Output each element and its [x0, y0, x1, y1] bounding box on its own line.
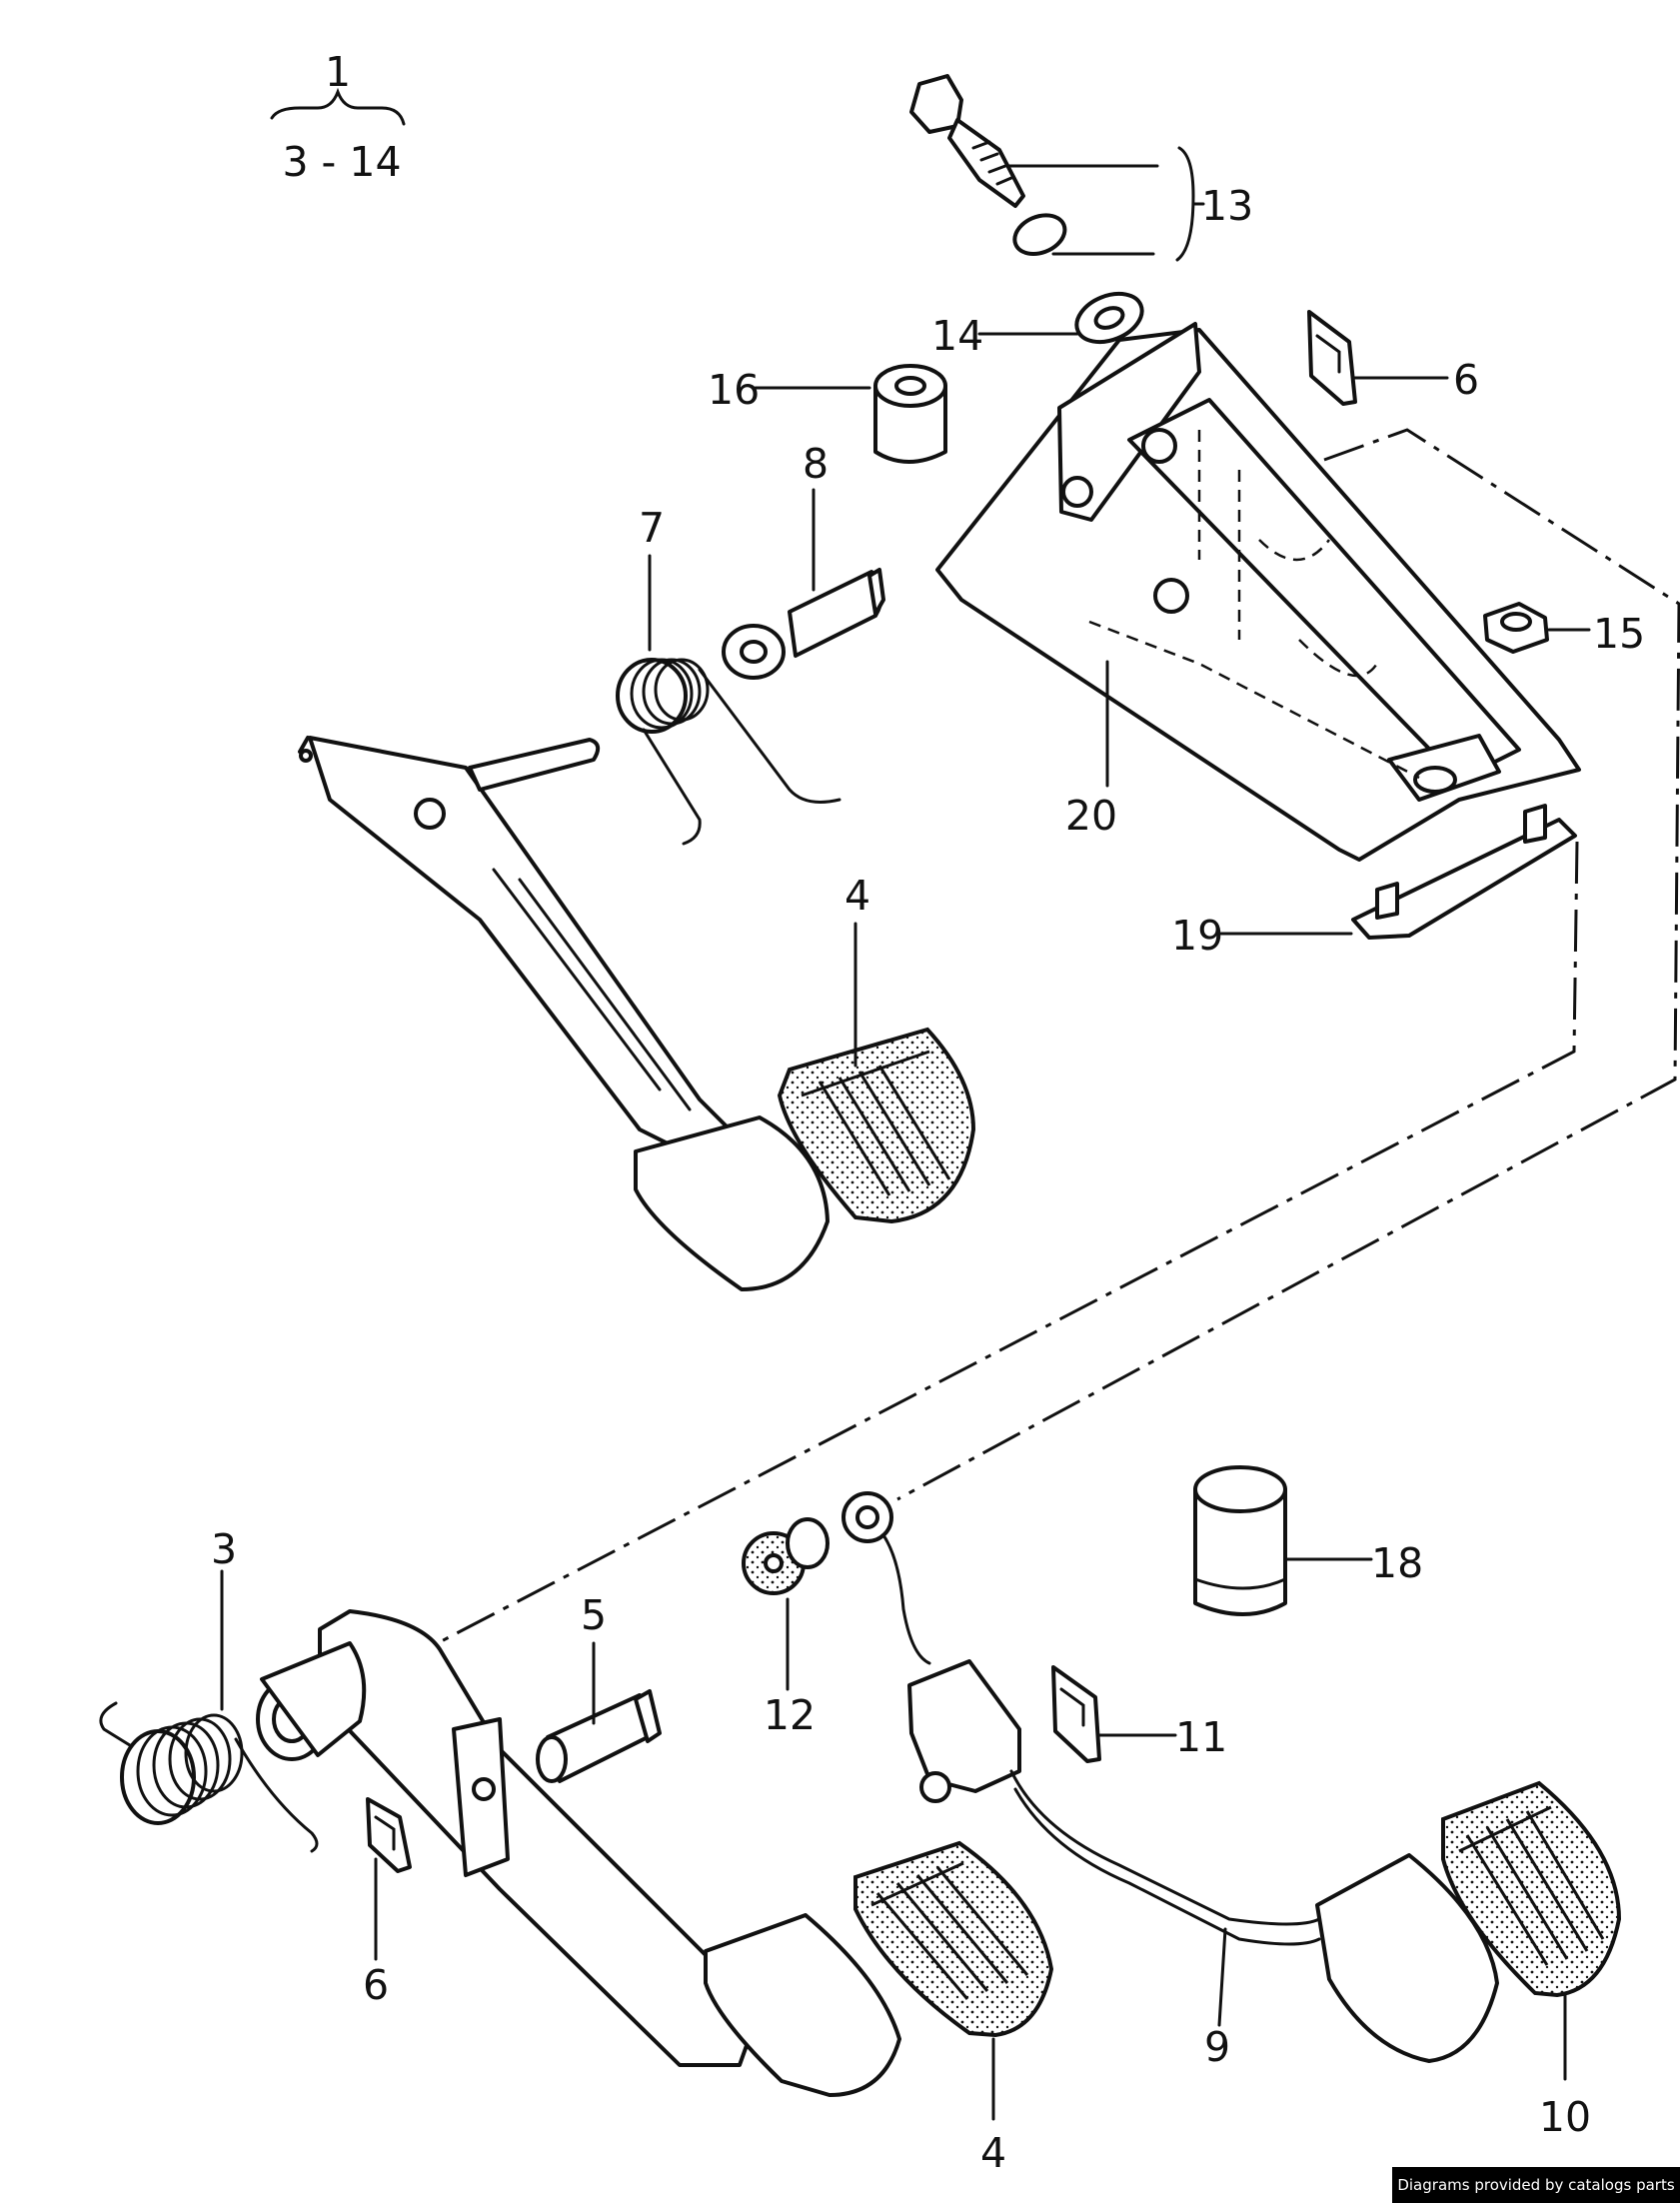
retaining-clip [366, 1797, 412, 1873]
callout-14: 14 [931, 312, 983, 360]
callout-3: 3 [211, 1525, 237, 1573]
callout-9: 9 [1204, 2023, 1230, 2071]
callout-11: 11 [1175, 1713, 1227, 1761]
assembly-number: 1 [325, 48, 351, 96]
callout-19: 19 [1171, 912, 1223, 960]
grommet [742, 1517, 830, 1595]
pedal-bracket [935, 322, 1581, 862]
callout-8: 8 [803, 440, 829, 488]
retaining-clip [1307, 310, 1357, 406]
accelerator-pad [1441, 1780, 1622, 1998]
callout-4-bottom: 4 [980, 2129, 1006, 2177]
callout-10: 10 [1539, 2093, 1591, 2141]
callout-4-top: 4 [844, 872, 870, 920]
mounting-plate [1351, 804, 1577, 940]
assembly-outline [429, 428, 1680, 1649]
callout-7: 7 [639, 504, 665, 552]
pivot-pin [722, 568, 885, 680]
lower-pedal-lever [256, 1609, 901, 2097]
callout-6-bottom: 6 [363, 1961, 389, 2009]
pedal-pad [777, 1027, 976, 1224]
accelerator-pedal [841, 1491, 1499, 2063]
callout-12: 12 [764, 1691, 816, 1739]
cap [1193, 1465, 1287, 1616]
assembly-reference: 1 3 - 14 [270, 48, 406, 186]
callout-20: 20 [1065, 792, 1117, 840]
callout-16: 16 [708, 366, 760, 414]
callout-6-top: 6 [1453, 356, 1479, 404]
pedal-pad [853, 1840, 1054, 2038]
callout-15: 15 [1593, 610, 1645, 658]
callout-13: 13 [1201, 182, 1253, 230]
callout-5: 5 [581, 1591, 607, 1639]
bushing [873, 364, 947, 464]
hex-nut [1483, 602, 1549, 654]
callout-18: 18 [1371, 1539, 1423, 1587]
return-spring [616, 658, 841, 846]
retaining-clip [1051, 1665, 1101, 1763]
pivot-pin [536, 1689, 662, 1783]
assembly-range: 3 - 14 [282, 138, 401, 186]
return-spring [99, 1701, 319, 1853]
upper-pedal-lever [298, 736, 830, 1291]
brake-light-switch [909, 74, 1144, 345]
credit-badge: Diagrams provided by catalogs parts [1392, 2167, 1680, 2203]
